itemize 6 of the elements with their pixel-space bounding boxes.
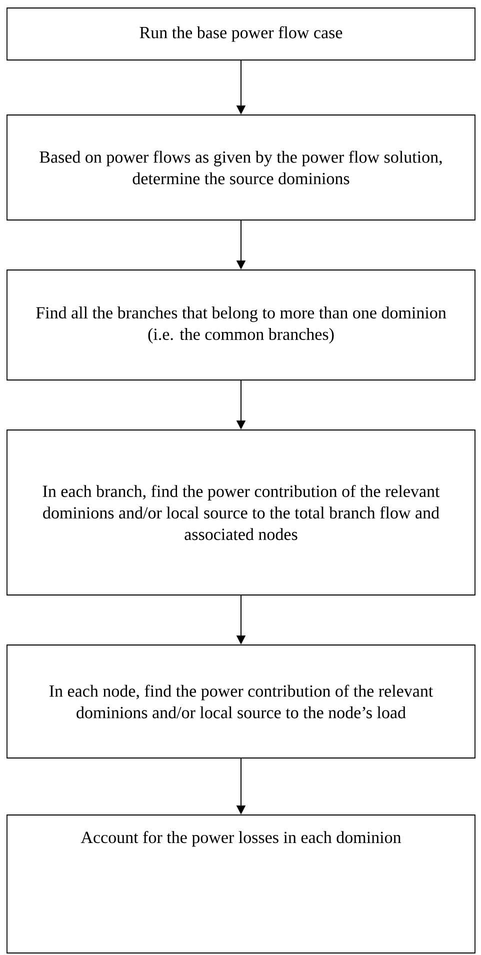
process-box: Find all the branches that belong to more than one dominion (i.e. the common branches)	[6, 270, 476, 380]
process-box: Run the base power flow case	[6, 8, 476, 60]
process-box: In each node, find the power contribution of the relevant dominions and/or local source to the node’s load	[6, 644, 476, 758]
process-box: Account for the power losses in each dominion	[6, 814, 476, 954]
process-box: Based on power flows as given by the power flow solution, determine the source dominions	[6, 114, 476, 220]
process-box: In each branch, find the power contribution of the relevant dominions and/or local source to the total branch flow and associated nodes	[6, 430, 476, 596]
